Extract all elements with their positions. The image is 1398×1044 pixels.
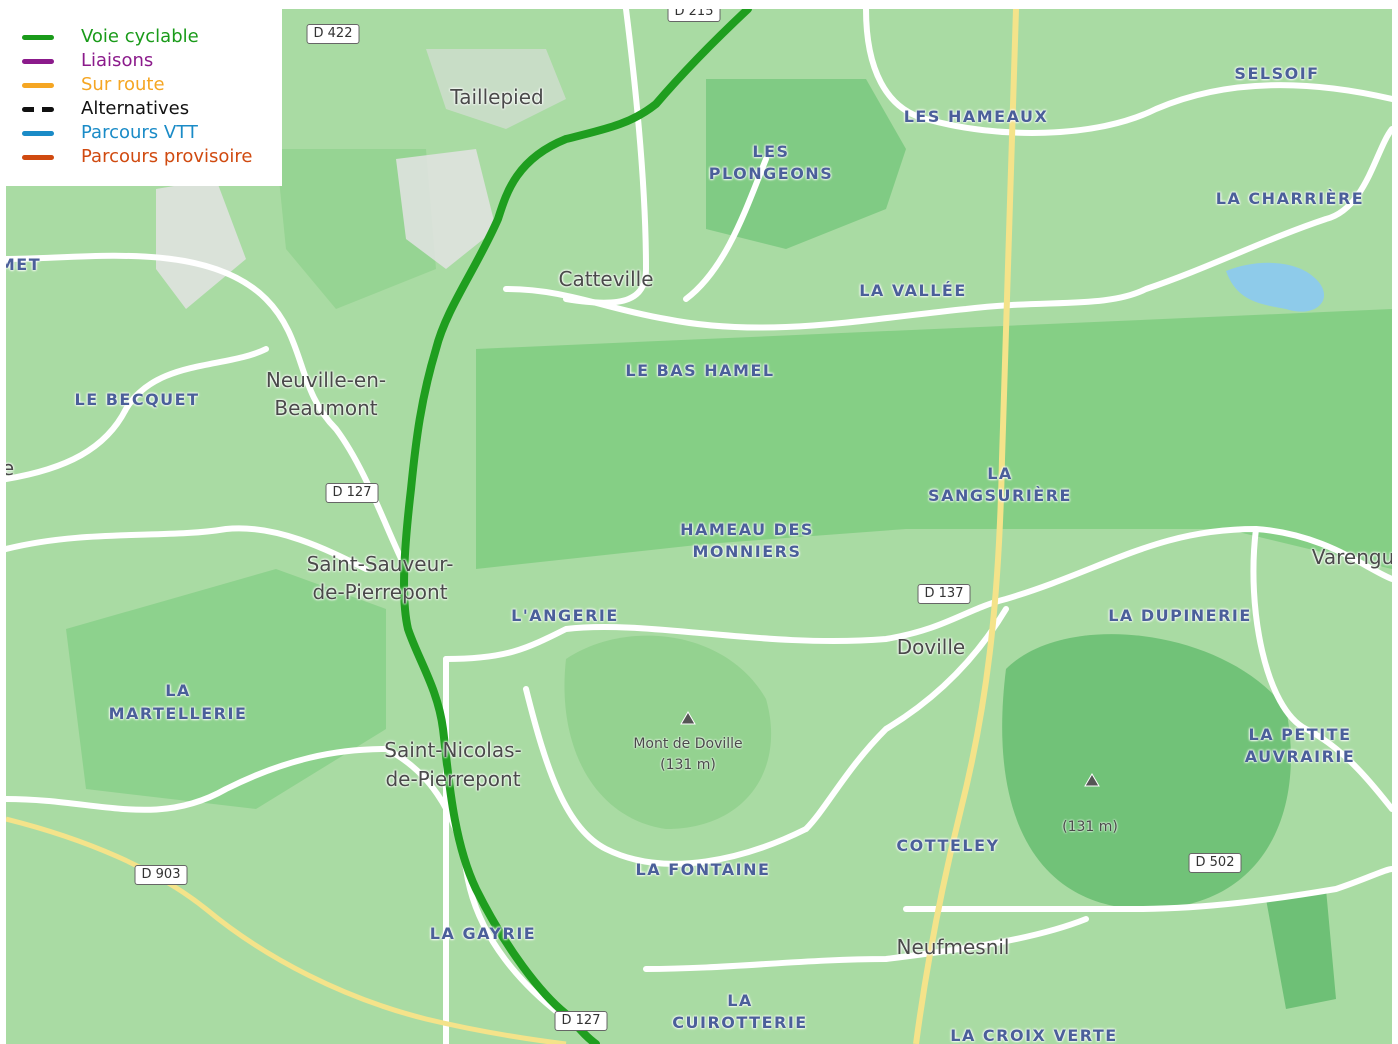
legend-dashed-swatch-icon <box>22 106 54 112</box>
town-saint-sauveur-line2: de-Pierrepont <box>312 580 448 604</box>
hamlet-la-petite-auvrairie-line1: LA PETITE <box>1248 725 1352 744</box>
peak-mont-doville-name: Mont de Doville <box>633 736 743 752</box>
legend-item-voie-cyclable[interactable]: Voie cyclable <box>22 25 199 49</box>
hamlet-le-becquet: LE BECQUET <box>74 390 200 409</box>
road-d903 <box>6 816 567 1044</box>
peak-mont-doville-altitude: (131 m) <box>660 757 716 773</box>
hamlet-la-cuirotterie-line1: LA <box>727 991 753 1010</box>
hamlet-l-angerie: L'ANGERIE <box>511 606 619 625</box>
road-shield-d422: D 422 <box>306 24 360 44</box>
town-neufmesnil: Neufmesnil <box>896 935 1010 959</box>
cycle-route[interactable] <box>400 9 752 1044</box>
hill-forest <box>1002 634 1291 909</box>
pond <box>1226 262 1325 312</box>
legend-label: Sur route <box>81 74 165 95</box>
main-road <box>913 9 1019 1044</box>
town-catteville: Catteville <box>558 267 654 291</box>
legend-swatch-icon <box>22 130 54 136</box>
legend-item-liaisons[interactable]: Liaisons <box>22 49 153 73</box>
town-neuville-line1: Neuville-en- <box>265 368 387 392</box>
legend-item-alternatives[interactable]: Alternatives <box>22 97 189 121</box>
hill-mont-doville <box>564 635 772 829</box>
legend-label: Liaisons <box>81 50 154 71</box>
hamlet-hameau-des-monniers-line1: HAMEAU DES <box>680 520 814 539</box>
forest-patch <box>66 569 386 809</box>
town-saint-sauveur-line1: Saint-Sauveur- <box>306 552 454 576</box>
hamlet-selsoif: SELSOIF <box>1234 64 1320 83</box>
legend-item-parcours-vtt[interactable]: Parcours VTT <box>22 121 198 145</box>
hamlet-le-bas-hamel: LE BAS HAMEL <box>625 361 775 380</box>
hamlet-met: MET <box>6 255 42 274</box>
hamlet-cotteley: COTTELEY <box>896 836 1000 855</box>
legend-label: Parcours provisoire <box>81 146 253 167</box>
urban-area <box>396 149 496 269</box>
town-neuville-line2: Beaumont <box>274 396 378 420</box>
forest-belt <box>476 309 1392 569</box>
town-saint-nicolas-line2: de-Pierrepont <box>385 767 521 791</box>
hamlet-la-cuirotterie-line2: CUIROTTERIE <box>672 1013 808 1032</box>
legend-swatch-icon <box>22 82 54 88</box>
hamlet-la-sangsuriere-line2: SANGSURIÈRE <box>928 486 1072 505</box>
hamlet-la-petite-auvrairie-line2: AUVRAIRIE <box>1244 747 1356 766</box>
hamlet-la-martellerie-line2: MARTELLERIE <box>108 704 248 723</box>
town-edge-fragment: e <box>6 456 15 480</box>
town-varengu: Varengu <box>1311 545 1392 569</box>
town-taillepied: Taillepied <box>450 85 544 109</box>
hamlet-les-hameaux: LES HAMEAUX <box>903 107 1049 126</box>
forest-patch <box>1266 889 1336 1009</box>
hamlet-la-fontaine: LA FONTAINE <box>635 860 771 879</box>
hamlet-la-charriere: LA CHARRIÈRE <box>1215 189 1365 208</box>
legend-swatch-icon <box>22 34 54 40</box>
road-shield-d215: D 215 <box>667 9 721 22</box>
forest-patch <box>276 149 436 309</box>
map-legend: Voie cyclable Liaisons Sur route Alterna… <box>6 9 282 186</box>
legend-label: Voie cyclable <box>81 26 199 47</box>
legend-label: Alternatives <box>81 98 190 119</box>
legend-item-parcours-provisoire[interactable]: Parcours provisoire <box>22 145 252 169</box>
legend-swatch-icon <box>22 58 54 64</box>
road-shield-d502: D 502 <box>1188 853 1242 873</box>
hamlet-la-martellerie-line1: LA <box>165 681 191 700</box>
town-saint-nicolas-line1: Saint-Nicolas- <box>384 738 522 762</box>
road-shield-d137: D 137 <box>917 584 971 604</box>
hamlet-la-gayrie: LA GAYRIE <box>429 924 537 943</box>
hamlet-les-plongeons-line1: LES <box>752 142 790 161</box>
hamlet-la-dupinerie: LA DUPINERIE <box>1108 606 1252 625</box>
map-view[interactable]: LES HAMEAUX SELSOIF LES PLONGEONS LA CHA… <box>6 9 1392 1044</box>
legend-item-sur-route[interactable]: Sur route <box>22 73 165 97</box>
hamlet-hameau-des-monniers-line2: MONNIERS <box>692 542 802 561</box>
road-shield-d903: D 903 <box>134 865 188 885</box>
urban-area <box>156 179 246 309</box>
legend-swatch-icon <box>22 154 54 160</box>
hamlet-la-croix-verte: LA CROIX VERTE <box>950 1026 1118 1044</box>
legend-label: Parcours VTT <box>81 122 198 143</box>
peak-east-altitude: (131 m) <box>1062 819 1118 835</box>
town-doville: Doville <box>896 635 966 659</box>
hamlet-les-plongeons-line2: PLONGEONS <box>708 164 834 183</box>
road-shield-d127-south: D 127 <box>554 1011 608 1031</box>
hamlet-la-vallee: LA VALLÉE <box>859 281 967 300</box>
forest-patch <box>706 79 906 249</box>
hamlet-la-sangsuriere-line1: LA <box>987 464 1013 483</box>
road-shield-d127-north: D 127 <box>325 483 379 503</box>
urban-area <box>426 49 566 129</box>
